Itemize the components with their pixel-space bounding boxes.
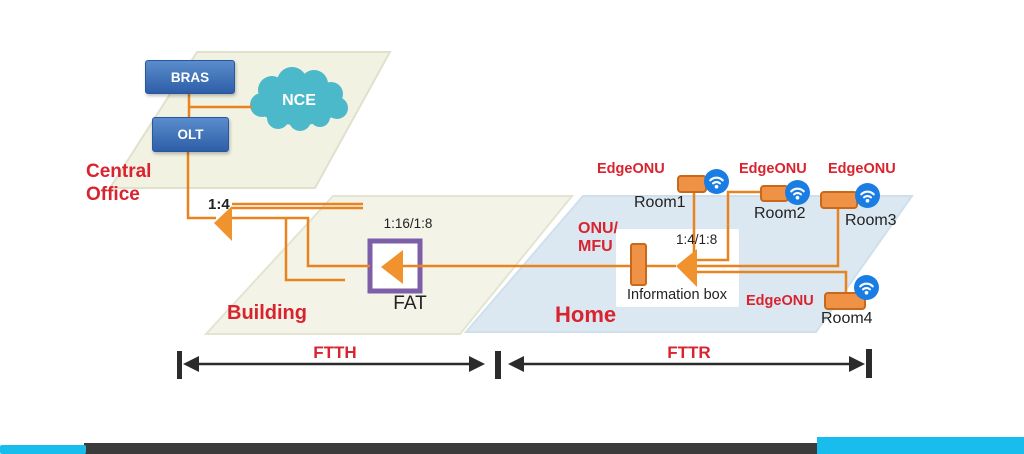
room4-wifi-icon xyxy=(854,275,879,300)
splitter-fat-link xyxy=(230,216,370,268)
fat-splitter-icon xyxy=(381,250,403,284)
olt-splitter-link xyxy=(186,150,216,220)
room3-label: Room3 xyxy=(845,212,897,229)
room2-edgeonu-label: EdgeONU xyxy=(739,161,807,177)
room4-link xyxy=(697,270,848,296)
room1-edgeonu-label: EdgeONU xyxy=(597,161,665,177)
co-splitter-icon xyxy=(214,206,232,241)
onu-label-line1: ONU/ xyxy=(578,220,618,237)
ftth-span-label: FTTH xyxy=(313,343,357,362)
room4-edgeonu-device xyxy=(824,292,866,310)
co-splitter-ratio: 1:4 xyxy=(208,196,230,213)
fttr-arrowhead-right xyxy=(849,356,865,372)
span-bar-middle xyxy=(495,351,501,379)
room2-link xyxy=(697,190,762,262)
footer-accent-left xyxy=(0,445,86,454)
bras-label: BRAS xyxy=(170,69,210,85)
nce-label: NCE xyxy=(282,92,316,109)
olt-node: OLT xyxy=(152,117,229,152)
ftth-arrowhead-left xyxy=(183,356,199,372)
room3-wifi-icon xyxy=(855,183,880,208)
building-label: Building xyxy=(227,302,307,324)
room4-label: Room4 xyxy=(821,310,873,327)
room1-label: Room1 xyxy=(634,194,686,211)
nce-cloud xyxy=(250,67,348,131)
room3-edgeonu-label: EdgeONU xyxy=(828,161,896,177)
home-splitter-icon xyxy=(676,249,697,287)
room3-link xyxy=(697,203,840,268)
onu-device xyxy=(630,243,647,286)
home-label: Home xyxy=(555,302,617,327)
information-box-label: Information box xyxy=(627,287,727,303)
room3-edgeonu-device xyxy=(820,191,858,209)
room1-wifi-icon xyxy=(704,169,729,194)
ftth-arrowhead-right xyxy=(469,356,485,372)
fttr-arrowhead-left xyxy=(508,356,524,372)
room2-wifi-icon xyxy=(785,180,810,205)
onu-mfu-label: ONU/MFU xyxy=(578,220,618,256)
fttr-span-label: FTTR xyxy=(667,343,711,362)
central-office-label: Central Office xyxy=(86,161,152,205)
bras-node: BRAS xyxy=(145,60,235,94)
room4-edgeonu-label: EdgeONU xyxy=(746,293,814,309)
home-splitter-ratio: 1:4/1:8 xyxy=(676,232,718,247)
span-arrows xyxy=(177,349,872,379)
room2-label: Room2 xyxy=(754,205,806,222)
fat-ratio: 1:16/1:8 xyxy=(383,216,433,231)
splitter-stub-3 xyxy=(284,218,345,282)
onu-label-line2: MFU xyxy=(578,238,613,255)
span-bar-right xyxy=(866,349,872,378)
fiber-lines xyxy=(186,92,848,296)
span-bar-left xyxy=(177,351,182,379)
olt-label: OLT xyxy=(177,127,204,142)
room1-edgeonu-device xyxy=(677,175,707,193)
footer-bar xyxy=(84,443,1024,454)
footer-accent-right xyxy=(817,437,1024,454)
fat-label: FAT xyxy=(393,293,427,314)
